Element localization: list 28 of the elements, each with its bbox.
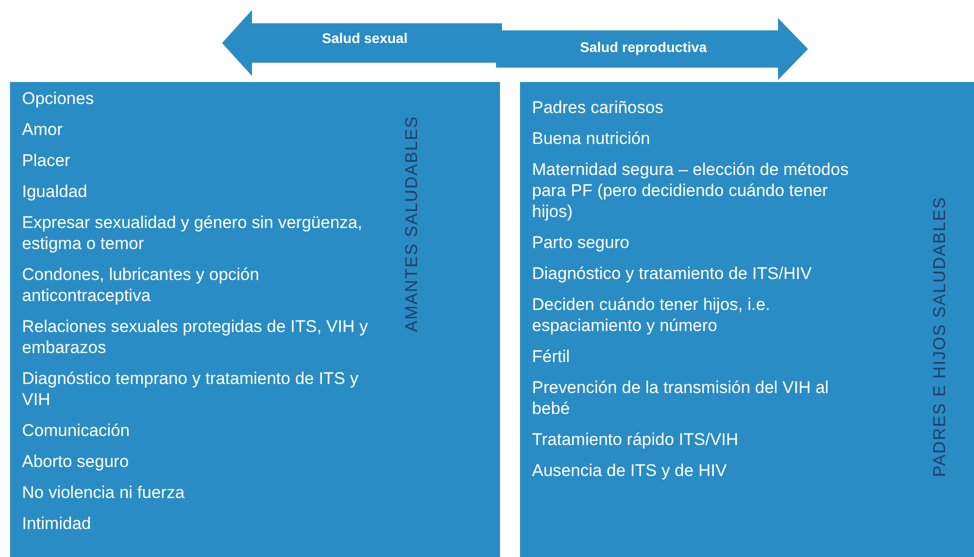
list-item: Opciones — [22, 88, 95, 109]
list-item: Aborto seguro — [22, 451, 130, 472]
list-item: Ausencia de ITS y de HIV — [532, 460, 728, 481]
list-item: Intimidad — [22, 513, 92, 534]
vertical-heading: AMANTES SALUDABLES — [402, 116, 422, 332]
list-item: Relaciones sexuales protegidas de ITS, VIH y embarazos — [22, 316, 369, 358]
list-item: Parto seguro — [532, 232, 630, 253]
list-item: No violencia ni fuerza — [22, 482, 186, 503]
list-item: Buena nutrición — [532, 128, 652, 149]
arrow-label: Salud sexual — [322, 30, 408, 46]
list-item: Padres cariñosos — [532, 97, 664, 118]
list-item: Diagnóstico y tratamiento de ITS/HIV — [532, 263, 813, 284]
list-item: Diagnóstico temprano y tratamiento de ITS y VIH — [22, 368, 360, 410]
arrow-label: Salud reproductiva — [580, 39, 707, 55]
vertical-heading: PADRES E HIJOS SALUDABLES — [930, 196, 950, 477]
list-item: Placer — [22, 150, 72, 171]
list-item: Prevención de la transmisión del VIH al bebé — [532, 377, 830, 419]
panel — [10, 82, 500, 557]
list-item: Tratamiento rápido ITS/VIH — [532, 429, 740, 450]
list-item: Condones, lubricantes y opción anticontraceptiva — [22, 264, 260, 306]
list-item: Deciden cuándo tener hijos, i.e. espaciamiento y número — [532, 294, 772, 336]
list-item: Amor — [22, 119, 64, 140]
panel — [520, 82, 974, 557]
list-item: Fértil — [532, 346, 571, 367]
list-item: Igualdad — [22, 181, 88, 202]
list-item: Comunicación — [22, 420, 131, 441]
list-item: Expresar sexualidad y género sin vergüenza, estigma o temor — [22, 212, 364, 254]
list-item: Maternidad segura – elección de métodos para PF (pero decidiendo cuándo tener hijos) — [532, 159, 850, 222]
